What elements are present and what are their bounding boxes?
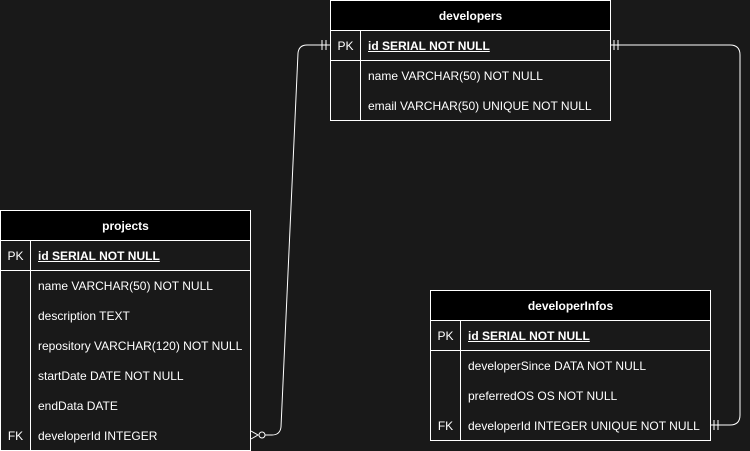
field-label: email VARCHAR(50) UNIQUE NOT NULL <box>368 99 592 113</box>
key-label <box>431 381 461 411</box>
key-label: PK <box>1 241 31 270</box>
key-label <box>1 301 31 331</box>
field-label: id SERIAL NOT NULL <box>468 329 590 343</box>
key-label <box>1 361 31 391</box>
key-label <box>1 331 31 361</box>
key-label: FK <box>431 411 461 441</box>
table-row[interactable]: name VARCHAR(50) NOT NULL <box>1 271 250 301</box>
table-row-pk[interactable]: PK id SERIAL NOT NULL <box>431 321 710 351</box>
table-row[interactable]: description TEXT <box>1 301 250 331</box>
field-label: id SERIAL NOT NULL <box>368 39 490 53</box>
entity-developers[interactable]: developers PK id SERIAL NOT NULL name VA… <box>330 0 611 121</box>
table-row[interactable]: email VARCHAR(50) UNIQUE NOT NULL <box>331 91 610 121</box>
table-row[interactable]: name VARCHAR(50) NOT NULL <box>331 61 610 91</box>
key-label: PK <box>431 321 461 350</box>
key-label <box>431 351 461 381</box>
field-label: developerSince DATA NOT NULL <box>468 359 647 373</box>
field-label: id SERIAL NOT NULL <box>38 249 160 263</box>
zero-circle-marker <box>258 431 266 439</box>
key-label <box>1 271 31 301</box>
entity-title[interactable]: developerInfos <box>431 291 710 321</box>
field-label: name VARCHAR(50) NOT NULL <box>368 69 543 83</box>
key-label: PK <box>331 31 361 60</box>
key-label <box>331 91 361 121</box>
field-label: name VARCHAR(50) NOT NULL <box>38 279 213 293</box>
relationship-projects-developers[interactable] <box>265 44 330 436</box>
entity-title[interactable]: developers <box>331 1 610 31</box>
field-label: endData DATE <box>38 399 118 413</box>
entity-projects[interactable]: projects PK id SERIAL NOT NULL name VARC… <box>0 210 251 451</box>
table-row[interactable]: repository VARCHAR(120) NOT NULL <box>1 331 250 361</box>
table-row-pk[interactable]: PK id SERIAL NOT NULL <box>1 241 250 271</box>
field-label: description TEXT <box>38 309 130 323</box>
table-row[interactable]: endData DATE <box>1 391 250 421</box>
key-label <box>331 61 361 91</box>
field-label: developerId INTEGER <box>38 429 158 443</box>
table-row-pk[interactable]: PK id SERIAL NOT NULL <box>331 31 610 61</box>
table-row[interactable]: developerSince DATA NOT NULL <box>431 351 710 381</box>
field-label: startDate DATE NOT NULL <box>38 369 184 383</box>
field-label: preferredOS OS NOT NULL <box>468 389 618 403</box>
key-label: FK <box>1 421 31 451</box>
field-label: repository VARCHAR(120) NOT NULL <box>38 339 243 353</box>
table-row[interactable]: preferredOS OS NOT NULL <box>431 381 710 411</box>
table-row-fk[interactable]: FK developerId INTEGER <box>1 421 250 451</box>
field-label: developerId INTEGER UNIQUE NOT NULL <box>468 419 700 433</box>
table-row[interactable]: startDate DATE NOT NULL <box>1 361 250 391</box>
entity-developerinfos[interactable]: developerInfos PK id SERIAL NOT NULL dev… <box>430 290 711 441</box>
crows-foot-many-marker <box>250 430 260 440</box>
key-label <box>1 391 31 421</box>
entity-title[interactable]: projects <box>1 211 250 241</box>
table-row-fk[interactable]: FK developerId INTEGER UNIQUE NOT NULL <box>431 411 710 441</box>
